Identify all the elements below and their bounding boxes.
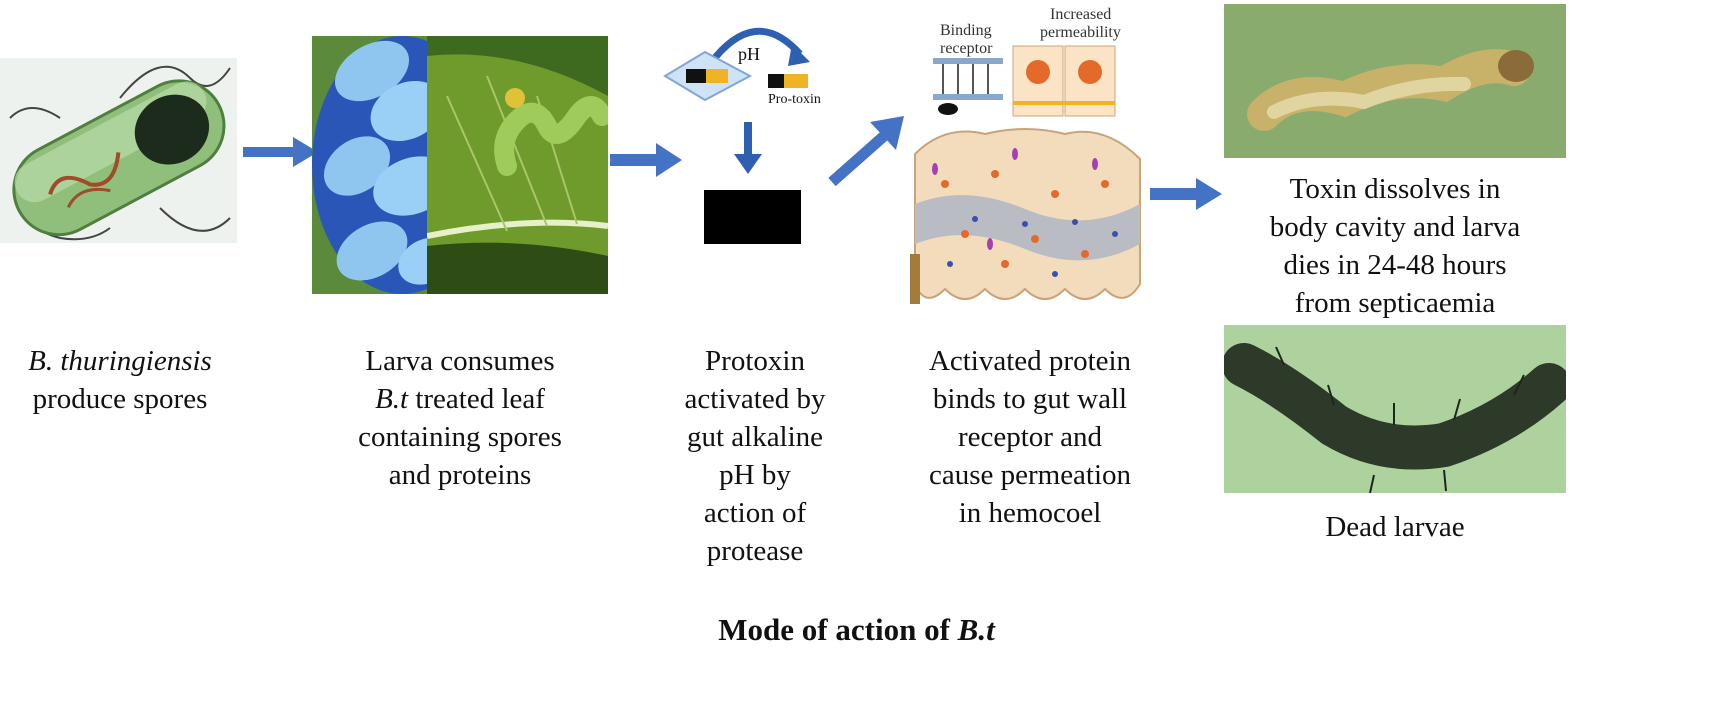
binding-label-line1: Binding — [940, 22, 992, 39]
receptor-binding-diagram — [913, 6, 1163, 121]
caption-larva-rest: treated leaf — [408, 383, 545, 415]
ph-label: pH — [738, 44, 760, 64]
permeability-label-line1: Increased — [1050, 6, 1112, 23]
caption-spores-italic: B. thuringiensis — [28, 345, 212, 377]
figure-title-main: Mode of action of — [718, 612, 958, 647]
caption-binding: Activated protein binds to gut wall rece… — [900, 342, 1160, 532]
caption-activation-line: Protoxin — [705, 345, 805, 377]
caption-death-line: body cavity and larva — [1269, 211, 1521, 243]
caption-activation-line: activated by — [684, 383, 826, 415]
permeability-label-line2: permeability — [1040, 24, 1121, 41]
caption-binding-line: Activated protein — [928, 345, 1132, 377]
caption-larva-line3: containing spores — [358, 421, 562, 453]
gut-cross-section-diagram — [905, 124, 1145, 309]
flow-arrow-3 — [826, 114, 906, 188]
caption-death: Toxin dissolves in body cavity and larva… — [1222, 170, 1568, 322]
figure-title: Mode of action of B.t — [0, 612, 1713, 648]
bacterium-image — [0, 58, 237, 243]
caption-death-line: Toxin dissolves in — [1289, 173, 1501, 205]
caption-spores-rest: produce spores — [32, 383, 208, 415]
leaf-with-larva-image — [426, 36, 612, 294]
caption-binding-line: binds to gut wall — [932, 383, 1128, 415]
caption-activation: Protoxin activated by gut alkaline pH by… — [660, 342, 850, 570]
caption-larva-line4: and proteins — [388, 459, 532, 491]
caption-spores: B. thuringiensis produce spores — [0, 342, 240, 418]
caption-dead-larvae: Dead larvae — [1325, 511, 1465, 543]
caption-activation-line: pH by — [719, 459, 791, 491]
binding-label-line2: receptor — [940, 40, 993, 57]
caption-binding-line: cause permeation — [928, 459, 1132, 491]
caption-binding-line: receptor and — [957, 421, 1103, 453]
caption-larva-line1: Larva consumes — [365, 345, 555, 377]
caption-larva: Larva consumes B.t treated leaf containi… — [330, 342, 590, 494]
dying-larva-image — [1224, 4, 1566, 158]
caption-binding-line: in hemocoel — [958, 497, 1102, 529]
caption-activation-line: gut alkaline — [686, 421, 824, 453]
protoxin-label: Pro-toxin — [768, 92, 821, 107]
flow-arrow-2 — [610, 143, 682, 177]
caption-activation-line: action of — [703, 497, 807, 529]
caption-death-line: dies in 24-48 hours — [1283, 249, 1507, 281]
caption-death-line: from septicaemia — [1294, 287, 1496, 319]
dead-larvae-image — [1222, 325, 1571, 494]
caption-larva-italic: B.t — [375, 383, 409, 415]
flow-arrow-1 — [243, 137, 318, 167]
ph-activation-diagram — [660, 14, 840, 249]
flow-arrow-4 — [1150, 178, 1222, 210]
figure-title-italic: B.t — [957, 612, 995, 647]
caption-activation-line: protease — [706, 535, 804, 567]
